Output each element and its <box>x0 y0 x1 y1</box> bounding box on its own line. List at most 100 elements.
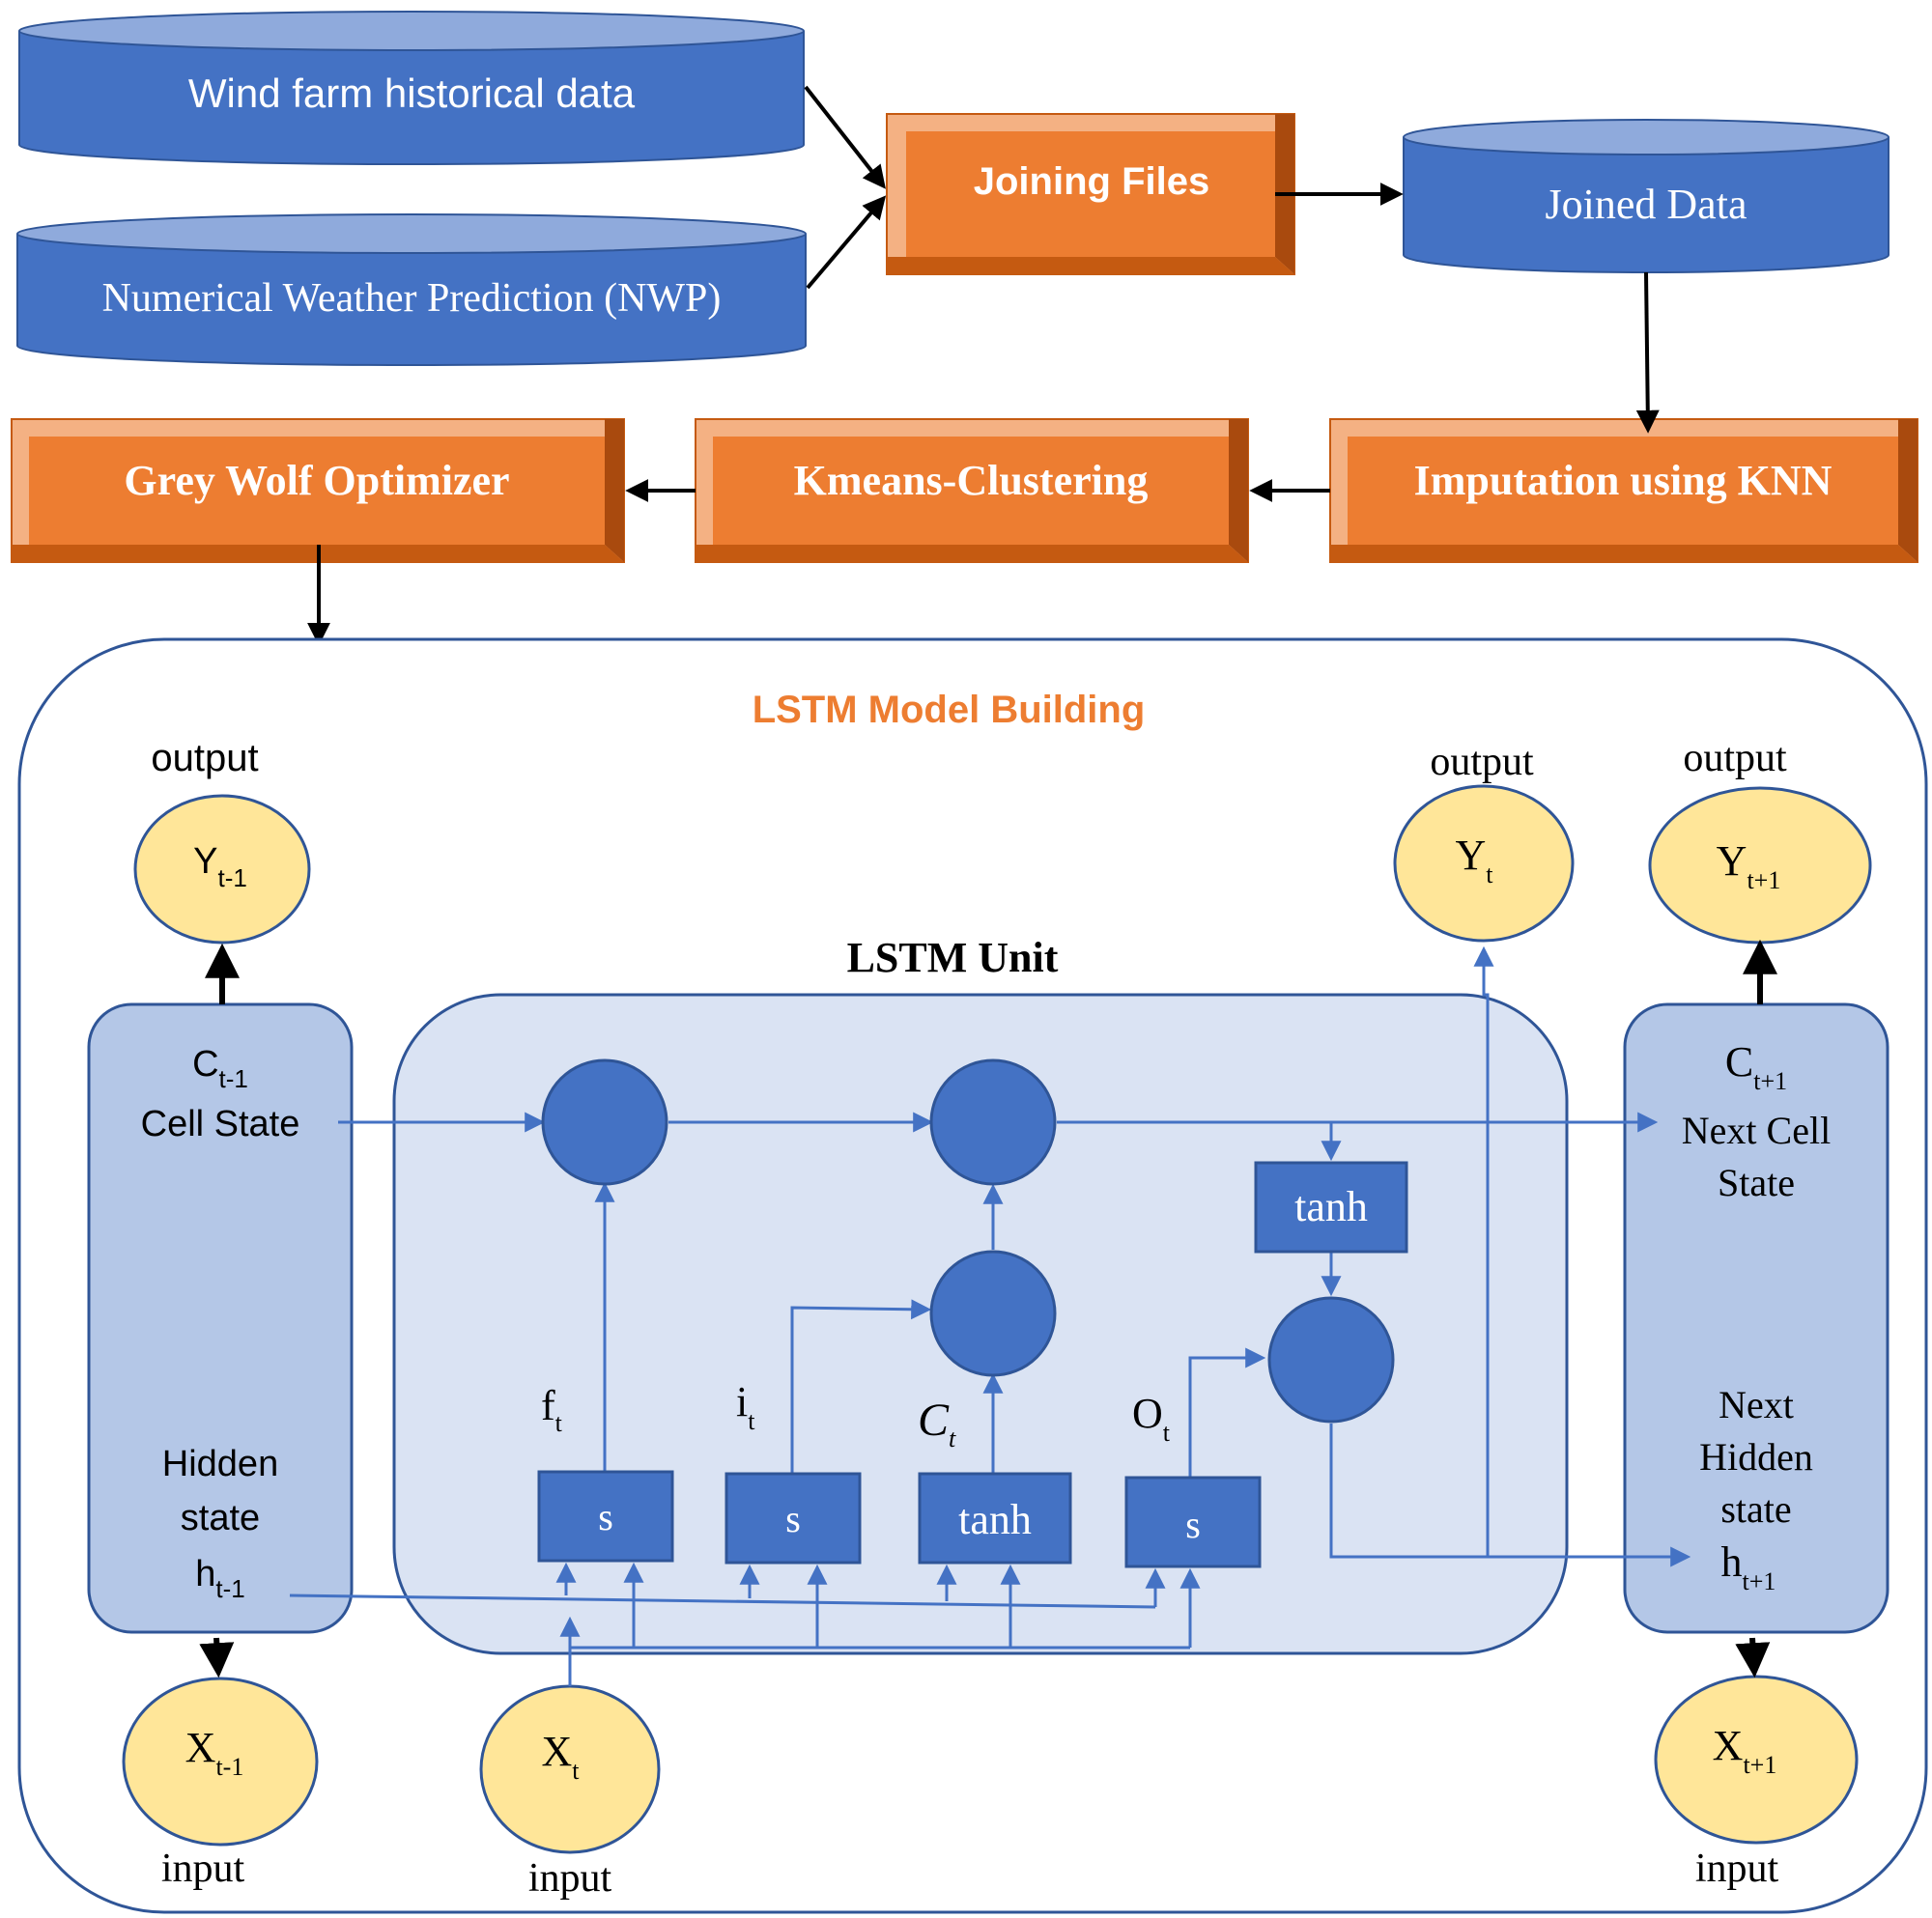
next-input-node-text: Xt+1 <box>1713 1722 1777 1779</box>
nwp-data-label: Numerical Weather Prediction (NWP) <box>102 276 722 321</box>
nwp-data-store: Numerical Weather Prediction (NWP) <box>16 213 807 366</box>
candidate-gate-label: tanh <box>958 1496 1032 1543</box>
next-state-panel <box>1623 1002 1889 1634</box>
lstm-flow-lines <box>289 945 1691 1686</box>
joined-data-store: Joined Data <box>1403 119 1889 273</box>
arrow-prev-panel-to-input <box>199 1637 235 1678</box>
prev-hidden-symbol-text: ht-1 <box>195 1554 244 1603</box>
prev-output-label: output <box>151 737 258 779</box>
current-x-symbol: X <box>541 1728 572 1775</box>
prev-output-node <box>133 794 311 945</box>
arrow-joined-to-imputation <box>1635 271 1660 434</box>
prev-c-symbol: C <box>192 1044 218 1085</box>
current-output-node-text: Yt <box>1455 832 1493 888</box>
output-multiply-node <box>1267 1296 1395 1424</box>
next-h-subscript: t+1 <box>1743 1567 1776 1595</box>
flow-hidden-to-output <box>1473 945 1494 1557</box>
flow-output-gate-to-mult <box>1188 1347 1266 1478</box>
imputation-knn-process: Imputation using KNN <box>1329 418 1918 563</box>
forget-symbol: f <box>541 1382 555 1429</box>
output-gate-box <box>1124 1476 1262 1568</box>
candidate-symbol-text: Ct <box>918 1395 956 1453</box>
lstm-model-title: LSTM Model Building <box>753 689 1146 731</box>
current-output-node <box>1393 784 1575 943</box>
input-symbol: i <box>736 1378 748 1425</box>
joining-files-process: Joining Files <box>886 113 1295 275</box>
current-output-label: output <box>1430 740 1534 784</box>
prev-h-symbol: h <box>195 1554 215 1594</box>
forget-gate-box <box>537 1470 674 1563</box>
prev-c-subscript: t-1 <box>219 1064 248 1093</box>
prev-cell-symbol-text: Ct-1 <box>192 1044 248 1093</box>
prev-hidden-label-2: state <box>181 1498 260 1538</box>
arrow-nwp-to-join <box>806 195 887 290</box>
next-output-node <box>1648 786 1872 945</box>
current-input-label: input <box>528 1856 612 1901</box>
next-x-symbol: X <box>1713 1722 1744 1769</box>
output-gate-symbol-text: Ot <box>1132 1390 1171 1447</box>
current-y-subscript: t <box>1486 860 1493 888</box>
next-input-label: input <box>1695 1847 1779 1891</box>
next-hidden-label-3: state <box>1720 1487 1791 1531</box>
next-c-symbol: C <box>1725 1038 1753 1086</box>
forget-subscript: t <box>555 1409 563 1437</box>
output-symbol: O <box>1132 1390 1163 1437</box>
joined-data-label: Joined Data <box>1546 181 1747 228</box>
next-h-symbol: h <box>1721 1538 1743 1586</box>
current-x-subscript: t <box>572 1757 580 1785</box>
forget-multiply-node <box>541 1058 668 1186</box>
prev-x-subscript: t-1 <box>215 1753 243 1781</box>
next-hidden-label-2: Hidden <box>1699 1435 1813 1479</box>
next-cell-state-label-2: State <box>1718 1161 1795 1204</box>
input-gate-label: s <box>785 1497 801 1540</box>
pipeline-arrows <box>307 85 1660 646</box>
cell-tanh-box <box>1254 1161 1408 1254</box>
prev-hidden-label-1: Hidden <box>162 1444 278 1484</box>
next-hidden-symbol-text: ht+1 <box>1721 1538 1776 1595</box>
joining-files-label: Joining Files <box>974 160 1209 203</box>
next-hidden-label-1: Next <box>1719 1383 1794 1426</box>
candidate-symbol: C <box>918 1395 950 1446</box>
cell-tanh-label: tanh <box>1294 1183 1368 1230</box>
candidate-subscript: t <box>949 1424 956 1453</box>
input-multiply-node <box>929 1250 1057 1377</box>
prev-cell-state-label: Cell State <box>141 1104 300 1144</box>
wind-farm-data-store: Wind farm historical data <box>18 11 805 166</box>
prev-input-node-text: Xt-1 <box>185 1724 244 1781</box>
next-output-label: output <box>1683 736 1787 780</box>
next-output-node-text: Yt+1 <box>1717 837 1781 894</box>
output-gate-label: s <box>1185 1503 1201 1546</box>
input-gate-box <box>724 1472 862 1565</box>
forget-gate-symbol-text: ft <box>541 1382 563 1437</box>
current-y-symbol: Y <box>1455 832 1486 879</box>
lstm-unit-title: LSTM Unit <box>847 934 1059 981</box>
forget-gate-label: s <box>598 1495 613 1538</box>
input-subscript: t <box>748 1407 755 1435</box>
candidate-gate-box <box>918 1472 1072 1565</box>
arrow-wind-to-join <box>804 85 886 189</box>
output-subscript: t <box>1163 1419 1171 1447</box>
arrow-next-panel-to-input <box>1735 1637 1771 1678</box>
prev-input-label: input <box>161 1847 245 1891</box>
cell-add-node <box>929 1058 1057 1186</box>
next-y-symbol: Y <box>1717 837 1747 885</box>
next-y-subscript: t+1 <box>1747 866 1780 894</box>
current-input-node-text: Xt <box>541 1728 580 1785</box>
input-gate-symbol-text: it <box>736 1378 755 1435</box>
kmeans-clustering-label: Kmeans-Clustering <box>794 457 1149 504</box>
next-c-subscript: t+1 <box>1753 1067 1787 1095</box>
flow-to-next-hidden <box>1329 1424 1691 1567</box>
imputation-knn-label: Imputation using KNN <box>1414 457 1833 504</box>
prev-h-subscript: t-1 <box>215 1574 244 1603</box>
next-x-subscript: t+1 <box>1743 1751 1776 1779</box>
grey-wolf-optimizer-process: Grey Wolf Optimizer <box>11 418 625 563</box>
next-cell-state-label-1: Next Cell <box>1682 1109 1831 1152</box>
prev-y-subscript: t-1 <box>218 863 247 892</box>
grey-wolf-optimizer-label: Grey Wolf Optimizer <box>124 457 509 504</box>
prev-y-symbol: Y <box>193 841 217 882</box>
prev-input-node <box>122 1677 319 1847</box>
wind-farm-data-label: Wind farm historical data <box>188 71 636 116</box>
kmeans-clustering-process: Kmeans-Clustering <box>695 418 1249 563</box>
prev-x-symbol: X <box>185 1724 216 1771</box>
